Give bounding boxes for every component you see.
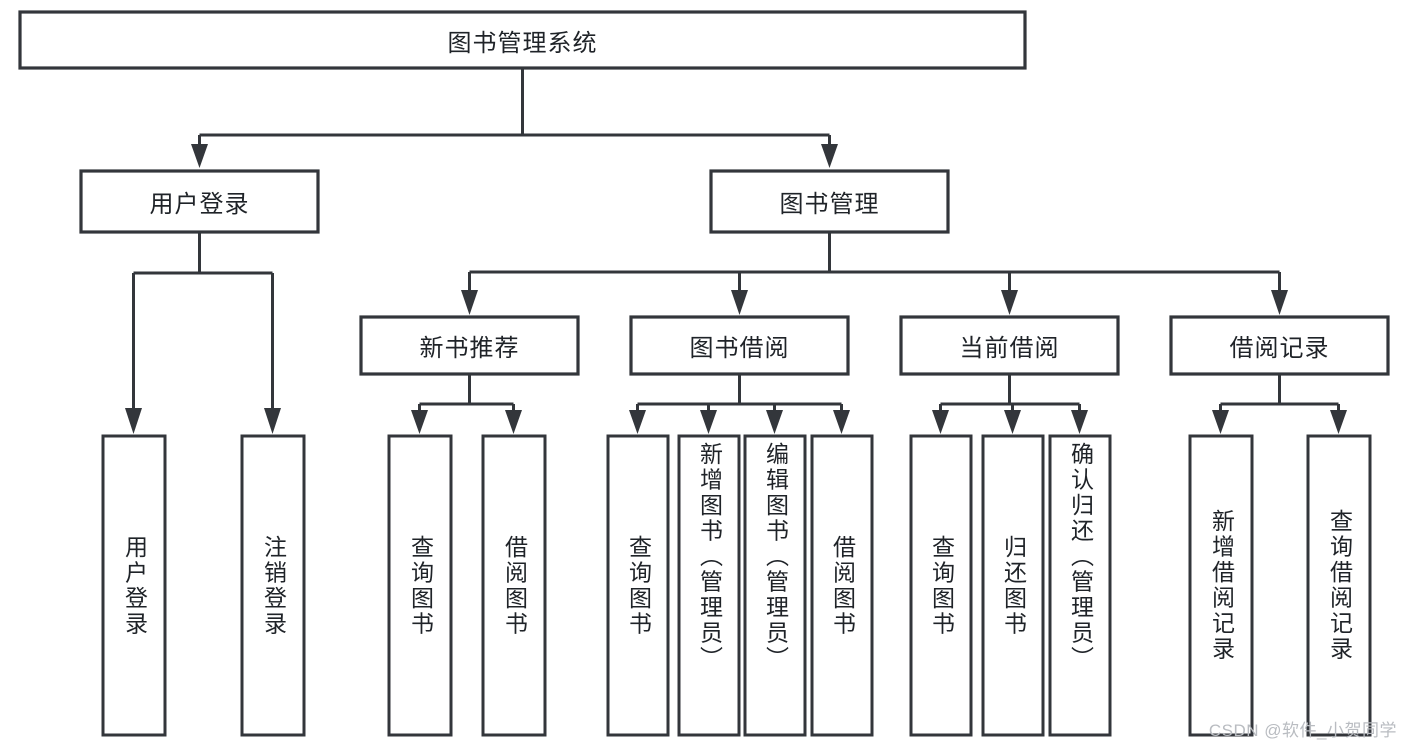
arrow-head-leaf-user-login	[125, 408, 142, 434]
node-box-leaf-edit-book[interactable]	[743, 434, 807, 737]
node-box-leaf-query-record[interactable]	[1306, 434, 1372, 737]
connector-group-newbookrec	[411, 374, 522, 434]
node-box-leaf-confirm-return[interactable]	[1048, 434, 1112, 737]
csdn-watermark: CSDN @软件_小贺同学	[1208, 721, 1397, 740]
connector-group-currentborrow	[932, 374, 1088, 434]
connector-group-bookborrow	[629, 374, 850, 434]
arrow-head-leaf-query-book-3	[932, 410, 949, 434]
node-box-borrow-record[interactable]	[1169, 315, 1390, 376]
node-box-new-book-rec[interactable]	[359, 315, 580, 376]
node-box-user-login[interactable]	[79, 169, 320, 234]
node-box-leaf-query-book-3[interactable]	[909, 434, 973, 737]
node-box-leaf-borrow-book-2[interactable]	[810, 434, 874, 737]
node-box-leaf-query-book-1[interactable]	[387, 434, 453, 737]
arrow-head-leaf-logout	[264, 408, 281, 434]
node-box-current-borrow[interactable]	[899, 315, 1120, 376]
node-box-book-mgmt[interactable]	[709, 169, 950, 234]
arrow-head-new-book-rec	[461, 290, 478, 315]
node-box-leaf-logout[interactable]	[240, 434, 306, 737]
connector-group-root	[191, 68, 838, 168]
arrow-head-borrow-record	[1271, 290, 1288, 315]
arrow-head-leaf-confirm-return	[1071, 410, 1088, 434]
connector-group-userlogin	[125, 232, 281, 434]
arrow-head-leaf-borrow-book-2	[833, 410, 850, 434]
node-box-leaf-user-login[interactable]	[101, 434, 167, 737]
connector-group-borrowrecord	[1212, 374, 1347, 434]
arrow-head-leaf-query-book-2	[629, 410, 646, 434]
arrow-head-leaf-add-book	[700, 410, 717, 434]
arrow-head-leaf-borrow-book-1	[505, 410, 522, 434]
node-box-leaf-borrow-book-1[interactable]	[481, 434, 547, 737]
arrow-head-bookmgmt	[821, 144, 838, 168]
arrow-head-leaf-add-record	[1212, 410, 1229, 434]
arrow-head-userlogin	[191, 144, 208, 168]
arrow-head-book-borrow	[731, 290, 748, 315]
arrow-head-leaf-query-book-1	[411, 410, 428, 434]
node-box-leaf-add-record[interactable]	[1188, 434, 1254, 737]
node-box-root[interactable]	[18, 10, 1027, 70]
arrow-head-leaf-edit-book	[766, 410, 783, 434]
connector-group-bookmgmt	[461, 232, 1288, 315]
node-box-book-borrow[interactable]	[629, 315, 850, 376]
arrow-head-leaf-query-record	[1330, 410, 1347, 434]
node-box-leaf-add-book[interactable]	[677, 434, 741, 737]
arrow-head-current-borrow	[1001, 290, 1018, 315]
node-box-leaf-return-book[interactable]	[981, 434, 1045, 737]
arrow-head-leaf-return-book	[1004, 410, 1021, 434]
node-box-leaf-query-book-2[interactable]	[606, 434, 670, 737]
